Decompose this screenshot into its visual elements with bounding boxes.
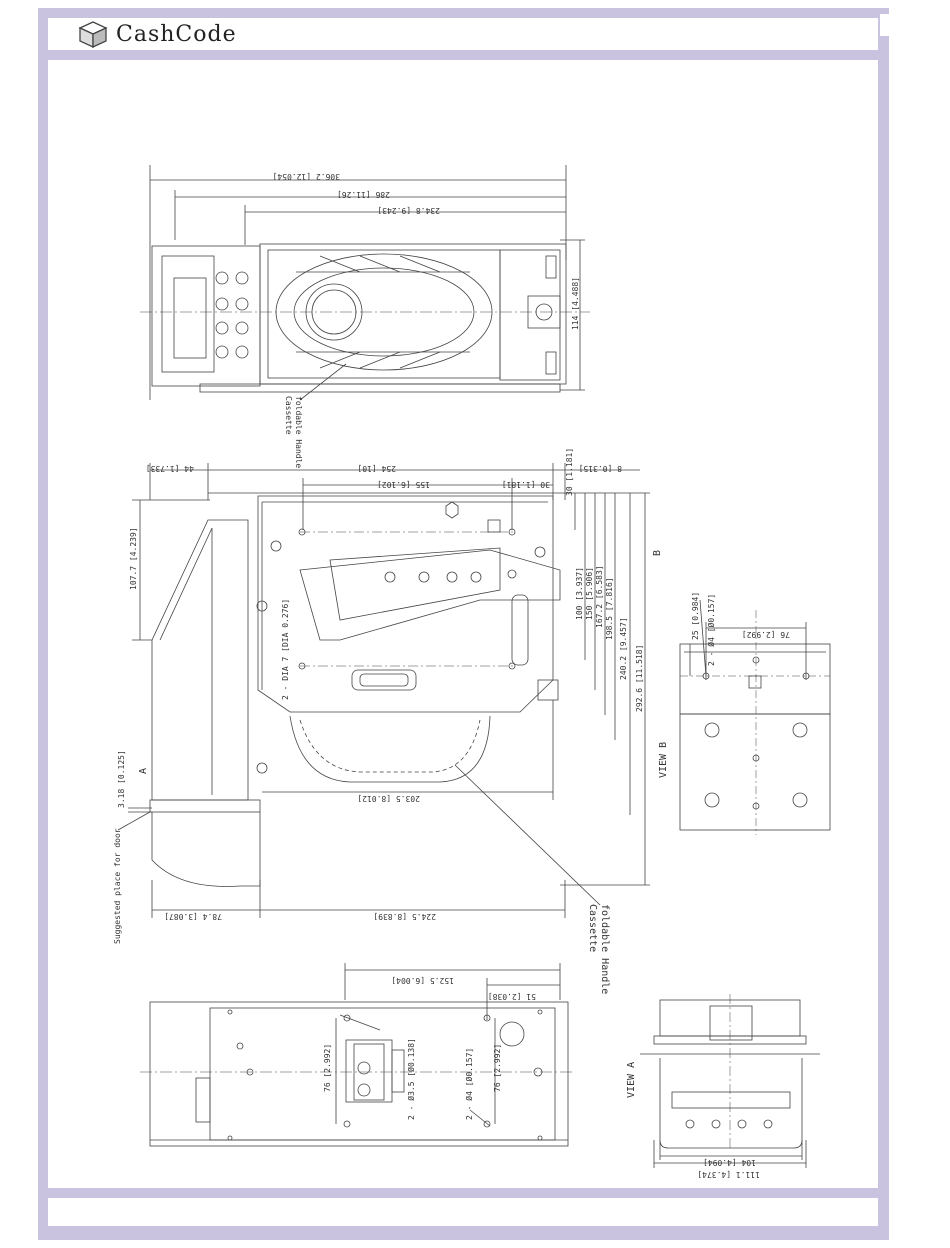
bottom-view [140,963,575,1147]
view-a [640,994,820,1168]
dim-side-100: 100 [3.937] [575,567,584,620]
top-handle-label-1: Cassette [284,396,293,435]
dim-bv-51: 51 [2.038] [488,992,536,1001]
marker-a: A [138,768,149,774]
dim-side-254: 254 [10] [357,464,396,473]
top-view [140,165,590,401]
dim-side-2035: 203.5 [8.012] [357,794,420,803]
door-label: Suggested place for door [113,828,122,944]
header-tab [880,14,890,36]
dim-side-dia7: 2 - DIA 7 [DIA 0.276] [281,599,290,700]
dim-side-784: 78.4 [3.087] [164,912,222,921]
side-handle-label-2: foldable Handle [599,904,610,994]
dim-bv-35: 2 - Ø3.5 [Ø0.138] [406,1038,416,1120]
dim-bv-76a: 76 [2.992] [323,1044,332,1092]
marker-b: B [652,550,663,556]
logo-text: CashCode [116,21,237,47]
dim-side-150: 150 [5.906] [585,567,594,620]
header-bar [48,18,878,50]
dim-side-318: 3.18 [0.125] [117,750,126,808]
dim-top-overall: 306.2 [12.054] [273,172,340,181]
cube-logo-icon [78,21,108,49]
view-a-title: VIEW A [626,1062,637,1098]
top-handle-label-2: foldable Handle [294,396,303,468]
dim-side-292: 292.6 [11.518] [635,645,644,712]
dim-side-240: 240.2 [9.457] [619,617,628,680]
dim-top-middle: 286 [11.26] [337,190,390,199]
dim-side-30a: 30 [1.181] [502,480,550,489]
footer-bar [48,1198,878,1226]
view-b-title: VIEW B [658,742,669,778]
view-b [679,599,831,835]
dim-side-2245: 224.5 [8.839] [373,912,436,921]
dim-side-155: 155 [6.102] [377,480,430,489]
side-view [117,463,650,918]
dim-side-left: 44 [1.733] [146,464,194,473]
dim-side-right: 8 [0.315] [579,464,622,473]
dim-vb-hole: 2 - Ø4 [Ø0.157] [706,594,716,666]
dim-side-30b: 30 [1.181] [565,448,574,496]
side-handle-label-1: Cassette [587,904,598,952]
dim-va-111: 111.1 [4.374] [697,1170,760,1179]
dim-bv-1525: 152.5 [6.004] [391,976,454,985]
dim-bv-4: 2 - Ø4 [Ø0.157] [464,1048,474,1120]
cashcode-logo: CashCode [76,18,237,50]
dim-bv-76b: 76 [2.992] [493,1044,502,1092]
dim-top-height: 114 [4.488] [571,277,580,330]
dim-vb-25: 25 [0.984] [691,592,700,640]
labels: 306.2 [12.054] 286 [11.26] 234.8 [9.243]… [113,172,790,1179]
dim-side-198: 198.5 [7.816] [605,577,614,640]
dim-side-107: 107.7 [4.239] [129,527,138,590]
dim-side-167: 167.2 [6.583] [595,565,604,628]
dim-top-inner: 234.8 [9.243] [377,206,440,215]
dim-va-104: 104 [4.094] [703,1158,756,1167]
dim-vb-76: 76 [2.992] [742,630,790,639]
